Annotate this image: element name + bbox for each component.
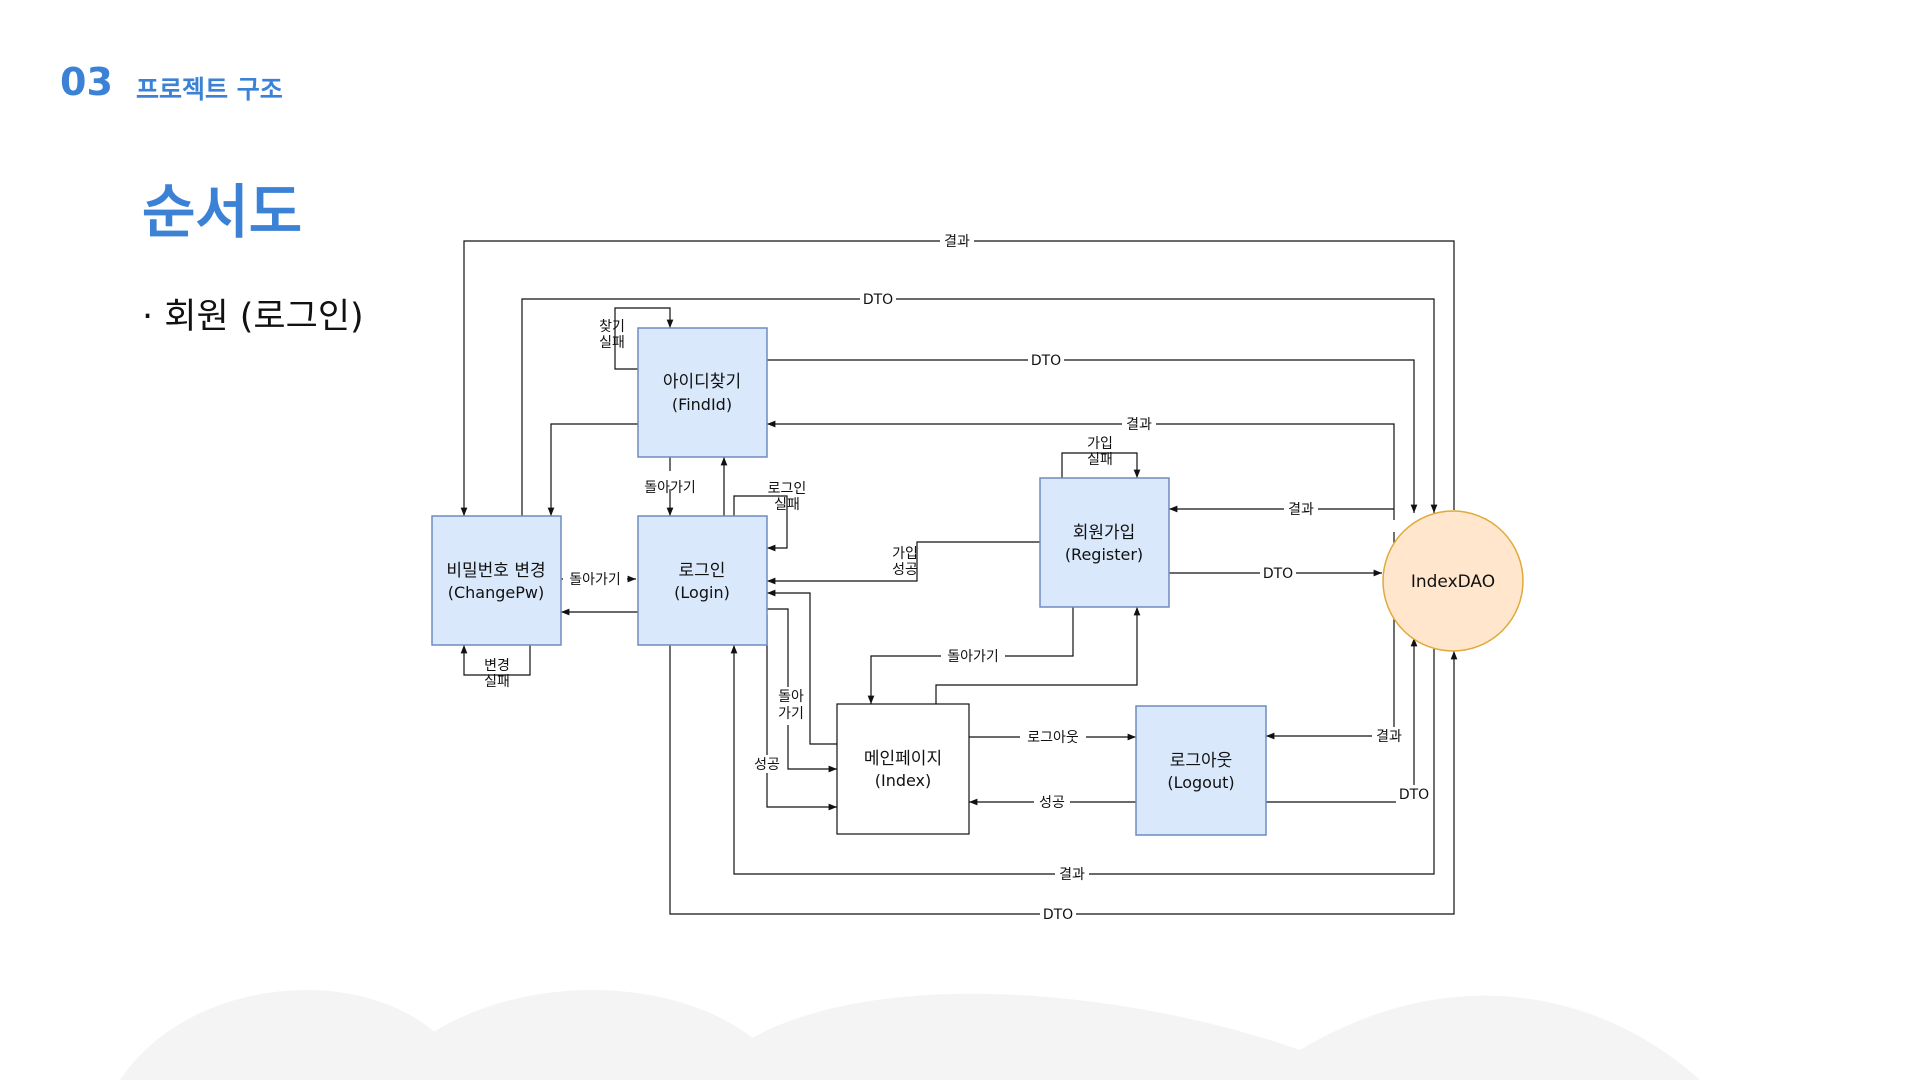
- label-back-register: 돌아가기: [947, 649, 999, 665]
- label-findid-result: 결과: [1126, 417, 1152, 433]
- label-findid-dto: DTO: [1031, 353, 1061, 369]
- label-login-fail-2: 실패: [774, 497, 800, 513]
- node-register: 회원가입 (Register): [1039, 477, 1170, 608]
- edge-changepw-fail-loop: [460, 645, 531, 676]
- node-logout-title: 로그아웃: [1170, 751, 1233, 771]
- node-changepw: 비밀번호 변경 (ChangePw): [431, 515, 562, 646]
- label-back-index-2: 가기: [778, 706, 804, 722]
- node-findid-sub: (FindId): [672, 395, 732, 414]
- node-index: 메인페이지 (Index): [836, 703, 970, 835]
- edge-findid-dao-dto: [767, 359, 1418, 513]
- label-register-success-1: 가입: [892, 546, 918, 562]
- edge-findid-changepw: [547, 423, 638, 516]
- label-change-fail-1: 변경: [484, 658, 510, 674]
- node-login: 로그인 (Login): [637, 515, 768, 646]
- edge-index-register: [935, 607, 1141, 704]
- edge-index-login-back: [767, 589, 837, 745]
- label-back-changepw: 돌아가기: [569, 572, 621, 588]
- section-number: 03: [60, 60, 113, 104]
- node-indexdao: IndexDAO: [1382, 510, 1524, 652]
- node-logout: 로그아웃 (Logout): [1135, 705, 1267, 836]
- node-indexdao-title: IndexDAO: [1411, 572, 1495, 592]
- label-change-fail-2: 실패: [484, 674, 510, 690]
- label-register-fail-2: 실패: [1087, 452, 1113, 468]
- label-logout-action: 로그아웃: [1027, 730, 1079, 746]
- bullet-login: · 회원 (로그인): [142, 297, 364, 337]
- edge-dao-changepw-result: [460, 240, 1455, 516]
- label-register-dto: DTO: [1263, 566, 1293, 582]
- edge-register-fail-loop: [1061, 452, 1141, 478]
- label-dto-top: DTO: [863, 292, 893, 308]
- node-changepw-sub: (ChangePw): [448, 583, 544, 602]
- label-find-fail-2: 실패: [599, 335, 625, 351]
- label-register-success-2: 성공: [892, 562, 918, 578]
- label-login-result: 결과: [1059, 867, 1085, 883]
- node-register-sub: (Register): [1065, 545, 1143, 564]
- label-result-top: 결과: [944, 234, 970, 250]
- label-logout-dto: DTO: [1399, 787, 1429, 803]
- section-title: 프로젝트 구조: [136, 75, 283, 104]
- node-index-title: 메인페이지: [864, 749, 942, 769]
- node-login-sub: (Login): [674, 583, 730, 602]
- label-login-dto: DTO: [1043, 907, 1073, 923]
- edge-findid-fail-loop: [614, 307, 674, 370]
- edge-changepw-dao-dto: [521, 298, 1438, 516]
- label-login-success: 성공: [754, 757, 780, 773]
- node-changepw-title: 비밀번호 변경: [446, 561, 545, 581]
- label-logout-success: 성공: [1039, 795, 1065, 811]
- edge-login-index-2: [766, 615, 837, 811]
- node-logout-sub: (Logout): [1167, 773, 1234, 792]
- node-index-sub: (Index): [875, 771, 932, 790]
- node-register-title: 회원가입: [1073, 523, 1136, 543]
- edge-register-login-success: [767, 541, 1040, 585]
- wave-shape: [120, 990, 1700, 1080]
- label-find-fail-1: 찾기: [599, 319, 625, 335]
- page-title: 순서도: [142, 178, 303, 246]
- label-logout-result: 결과: [1376, 729, 1402, 745]
- node-login-title: 로그인: [679, 561, 726, 581]
- node-findid: 아이디찾기 (FindId): [637, 327, 768, 458]
- label-register-result: 결과: [1288, 502, 1314, 518]
- node-findid-title: 아이디찾기: [663, 372, 741, 392]
- edge-dao-findid-result: [767, 420, 1395, 520]
- label-back-index-1: 돌아: [778, 689, 804, 705]
- edge-login-fail-loop: [733, 495, 788, 552]
- label-register-fail-1: 가입: [1087, 436, 1113, 452]
- label-back-findid: 돌아가기: [644, 480, 696, 496]
- edge-dao-logout-result: [1266, 532, 1395, 740]
- label-login-fail-1: 로그인: [768, 481, 807, 497]
- edge-logout-dao-dto: [1266, 638, 1418, 803]
